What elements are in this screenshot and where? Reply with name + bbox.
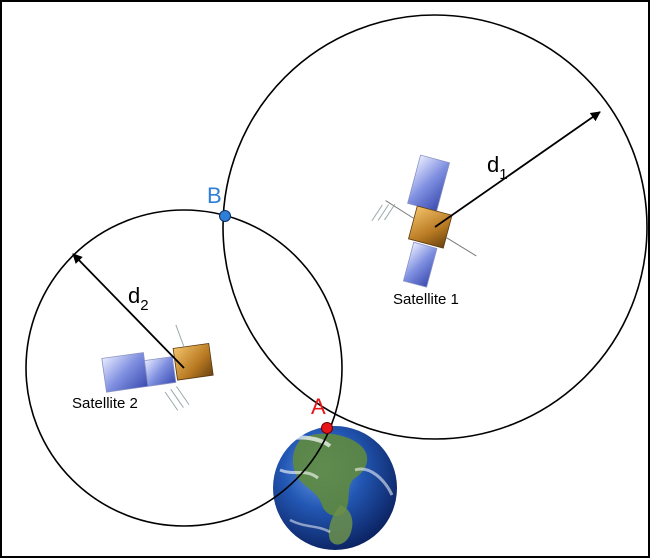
satellite-2-range-circle <box>25 209 343 527</box>
satellite-1-range-circle <box>222 14 648 440</box>
satellite-1-icon <box>371 154 477 288</box>
satellite-1-label: Satellite 1 <box>393 291 459 308</box>
intersection-point-b <box>219 210 231 222</box>
distance-d1-label: d1 <box>487 152 508 183</box>
distance-d2-arrow <box>72 253 185 369</box>
satellite-2-label: Satellite 2 <box>72 395 138 412</box>
intersection-point-a <box>321 422 333 434</box>
earth-globe <box>273 426 397 550</box>
point-b-label: B <box>207 183 222 208</box>
distance-d2-label: d2 <box>128 283 149 314</box>
distance-d1-arrow <box>434 111 601 228</box>
satellite-2-icon <box>101 324 214 411</box>
point-a-label: A <box>311 394 326 419</box>
